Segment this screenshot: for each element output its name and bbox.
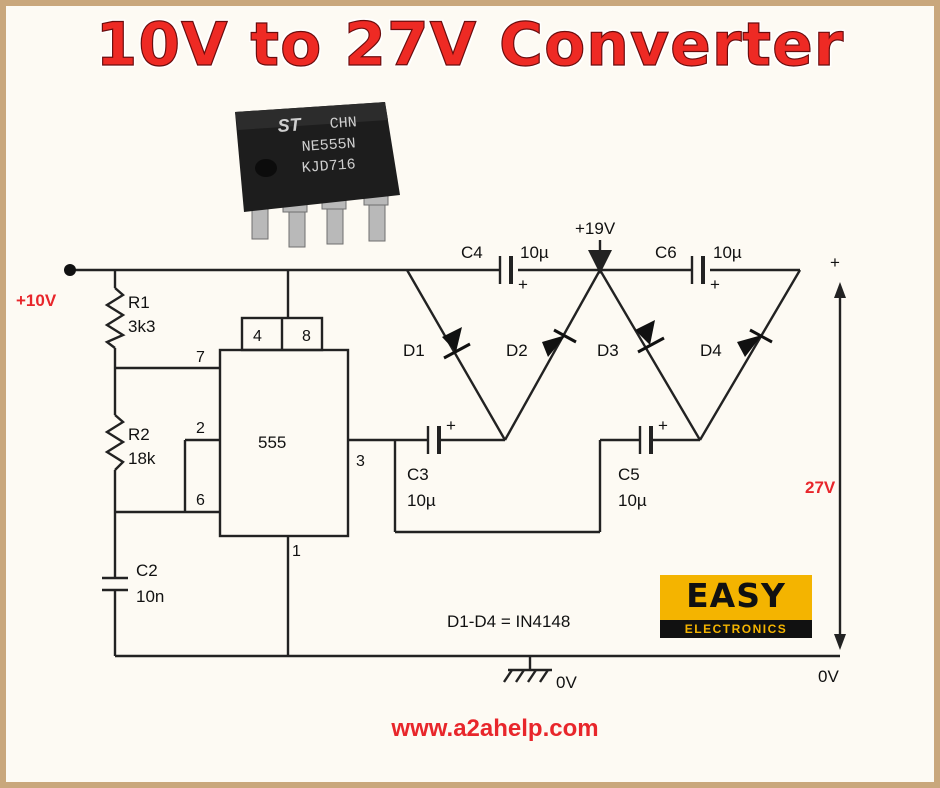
wiring (64, 264, 840, 670)
easy-electronics-logo: EASY ELECTRONICS (660, 575, 812, 638)
output-plus-label: + (830, 253, 840, 272)
pin-3: 3 (356, 453, 365, 470)
logo-top-text: EASY (686, 576, 786, 615)
d1-diode (442, 327, 471, 360)
d4-diode (737, 328, 773, 357)
pin-8: 8 (302, 328, 311, 345)
c6-plus: + (710, 275, 720, 294)
output-voltage-arrow-icon (834, 282, 846, 650)
c3-value: 10µ (407, 491, 436, 510)
c5-plus: + (658, 416, 668, 435)
pin-6: 6 (196, 492, 205, 509)
logo-bottom-text: ELECTRONICS (660, 620, 812, 638)
ground-icon (503, 668, 552, 683)
c2-name: C2 (136, 561, 158, 580)
c5-capacitor (638, 426, 653, 454)
output-ground-label: 0V (818, 667, 839, 686)
d3-diode (635, 320, 665, 354)
c6-value: 10µ (713, 243, 742, 262)
c3-capacitor (426, 426, 441, 454)
mid-voltage-label: +19V (575, 219, 616, 238)
c4-plus: + (518, 275, 528, 294)
c5-value: 10µ (618, 491, 647, 510)
chip-line1: CHN (329, 114, 357, 133)
r1-value: 3k3 (128, 317, 155, 336)
c2-value: 10n (136, 587, 164, 606)
pin-1: 1 (292, 543, 301, 560)
ground-label: 0V (556, 673, 577, 692)
r2-resistor (104, 414, 126, 471)
page-title: 10V to 27V Converter (95, 9, 845, 80)
c3-plus: + (446, 416, 456, 435)
pin-7: 7 (196, 349, 205, 366)
d2-diode (542, 328, 577, 357)
diode-note: D1-D4 = IN4148 (447, 612, 570, 631)
ne555-chip-photo: ST CHN NE555N KJD716 (235, 102, 400, 248)
website-link[interactable]: www.a2ahelp.com (391, 715, 599, 742)
input-voltage-label: +10V (16, 291, 57, 310)
c6-name: C6 (655, 243, 677, 262)
svg-text:ST: ST (277, 114, 303, 136)
d1-label: D1 (403, 341, 425, 360)
diode-ladder (405, 269, 802, 441)
d3-label: D3 (597, 341, 619, 360)
c4-capacitor (498, 256, 513, 284)
ic-555 (218, 316, 350, 538)
c2-capacitor (102, 576, 128, 592)
chip-line2: NE555N (301, 135, 356, 156)
r2-name: R2 (128, 425, 150, 444)
r2-value: 18k (128, 449, 156, 468)
c3-name: C3 (407, 465, 429, 484)
d2-label: D2 (506, 341, 528, 360)
c4-value: 10µ (520, 243, 549, 262)
output-voltage-label: 27V (805, 478, 836, 497)
c6-capacitor (690, 256, 705, 284)
r1-resistor (104, 287, 126, 349)
d4-label: D4 (700, 341, 722, 360)
r1-name: R1 (128, 293, 150, 312)
pin-4: 4 (253, 328, 262, 345)
ic-555-label: 555 (258, 433, 286, 452)
c5-name: C5 (618, 465, 640, 484)
pin-2: 2 (196, 420, 205, 437)
chip-line3: KJD716 (301, 156, 356, 177)
c4-name: C4 (461, 243, 483, 262)
